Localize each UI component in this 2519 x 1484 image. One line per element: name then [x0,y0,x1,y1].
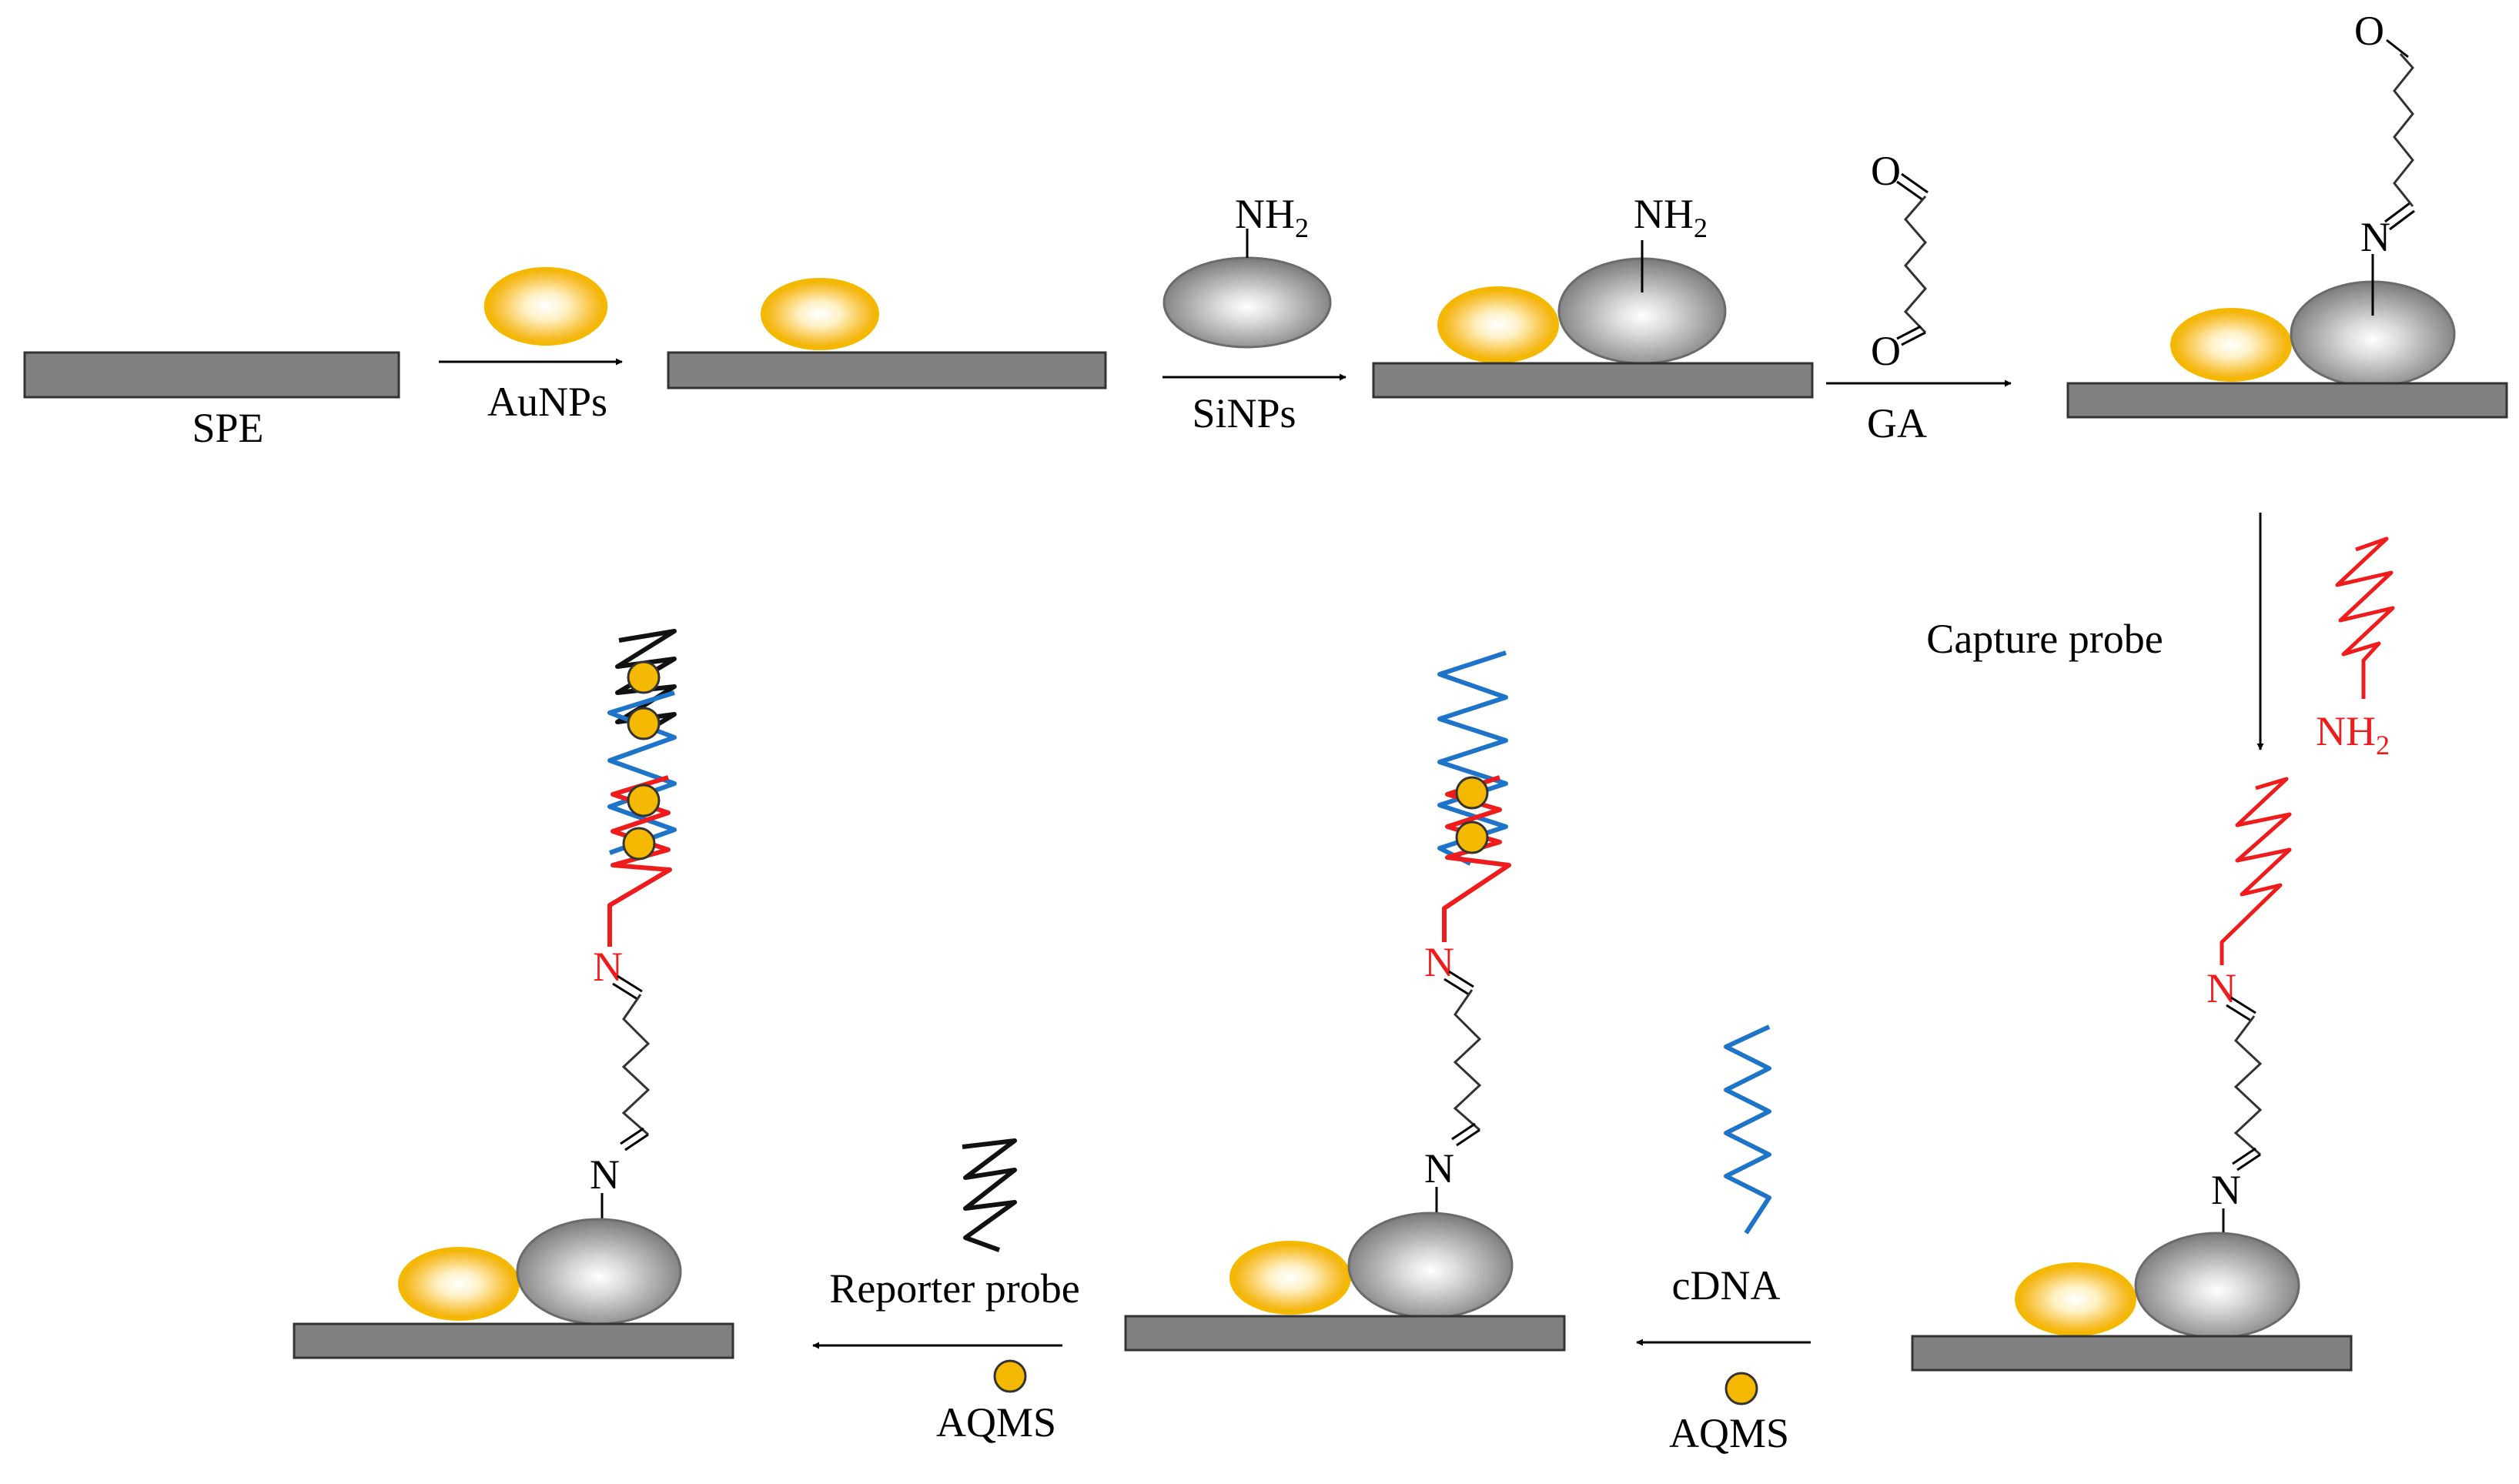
bond-line [2230,996,2256,1014]
bond-line [2384,202,2410,223]
aqms-molecule-icon [627,707,661,740]
amine-label: NH2 [1634,191,1708,243]
silica-nanoparticle-icon [1347,1212,1514,1319]
bond-line [1896,180,1924,202]
gold-nanoparticle-icon [761,278,879,350]
stage-capture-probe-immobilized: N N [1911,777,2353,1372]
imine-nitrogen: N [593,944,623,990]
stage-spe-aunp [667,278,1107,389]
bond-line [624,1133,649,1151]
silica-nanoparticle-icon [2134,1232,2300,1339]
glutaraldehyde-chain [2393,53,2414,207]
aqms-molecule-icon [1724,1372,1758,1405]
cdna-label: cDNA [1672,1262,1781,1309]
bond-line [2232,1147,2256,1165]
bond-line [2226,1004,2252,1022]
bond-line [1456,1128,1480,1147]
stage-spe-aunp-sinp: NH2 [1372,191,1814,399]
bond-line [617,974,643,993]
imine-nitrogen: N [2206,965,2236,1011]
electrode-bar-icon [667,351,1107,389]
glutaraldehyde-chain [1453,989,1482,1131]
glutaraldehyde-chain [621,994,651,1136]
probe-amine-label: NH2 [2316,708,2390,760]
bond-line [1451,1122,1476,1141]
cdna-strand [607,690,677,855]
bond-line [1443,978,1470,996]
electrode-bar-icon [293,1322,734,1359]
imine-nitrogen: N [2211,1167,2241,1213]
electrode-bar-icon [1124,1315,1566,1352]
imine-nitrogen: N [1424,1145,1454,1192]
reporter-probe-label: Reporter probe [829,1265,1079,1312]
step-arrow-cdna: cDNA AQMS [1636,1024,1811,1456]
gold-nanoparticle-icon [483,266,608,346]
bond-line [620,1127,644,1145]
sinps-label: SiNPs [1192,390,1296,436]
electrode-bar-icon [1372,362,1814,399]
electrode-bar-icon [2066,382,2508,419]
glutaraldehyde-chain [2233,1015,2263,1156]
aqms-molecule-icon [1455,776,1489,810]
aunps-label: AuNPs [487,379,607,425]
gold-nanoparticle-icon [398,1247,520,1321]
stage-bare-spe: SPE [23,351,400,451]
silica-nanoparticle-icon [516,1218,682,1325]
spe-label: SPE [192,405,263,451]
step-arrow-reporter-probe: Reporter probe AQMS [812,1138,1080,1446]
step-arrow-ga: O O GA [1826,148,2012,446]
bond-line [2236,1153,2261,1171]
bond-line [2386,38,2409,58]
electrode-bar-icon [1911,1335,2353,1372]
step-arrow-sinps: NH2 SiNPs [1162,191,1346,436]
bond-line [1448,970,1474,988]
bond-line [2389,209,2415,231]
bond-line [612,982,638,1001]
aldehyde-oxygen: O [2354,8,2384,54]
silica-nanoparticle-icon [1162,256,1332,349]
capture-probe-strand [2335,536,2395,699]
aqms-molecule-icon [1455,821,1489,854]
reporter-probe-strand [962,1138,1017,1252]
aqms-molecule-icon [627,784,661,817]
aldehyde-oxygen-top: O [1871,148,1901,194]
bond-line [1901,331,1926,346]
stage-ga-activated: N O [2066,8,2508,419]
cdna-strand [1724,1024,1771,1235]
capture-probe-strand [2220,777,2292,965]
gold-nanoparticle-icon [1437,286,1559,363]
ga-label: GA [1867,400,1927,446]
imine-nitrogen: N [1424,939,1454,985]
amine-label: NH2 [1235,191,1309,243]
gold-nanoparticle-icon [2015,1262,2136,1336]
bond-line [1901,172,1929,194]
aldehyde-oxygen-bottom: O [1871,328,1901,374]
bond-line [1896,325,1922,340]
aqms-label-1: AQMS [1669,1410,1789,1456]
aqms-molecule-icon [622,827,656,861]
gold-nanoparticle-icon [1229,1241,1351,1315]
capture-probe-label: Capture probe [1926,616,2163,662]
stage-cdna-hybridized: N N [1124,650,1566,1352]
aqms-molecule-icon [627,660,661,694]
electrode-bar-icon [23,351,400,399]
step-arrow-aunps: AuNPs [439,266,623,425]
step-arrow-capture-probe: Capture probe NH2 [1926,513,2395,760]
gold-nanoparticle-icon [2170,308,2292,382]
imine-nitrogen: N [590,1151,620,1198]
stage-reporter-sandwich: N N [293,629,734,1359]
glutaraldehyde-chain [1903,196,1927,334]
aqms-molecule-icon [993,1359,1027,1393]
aqms-label-2: AQMS [936,1399,1056,1446]
